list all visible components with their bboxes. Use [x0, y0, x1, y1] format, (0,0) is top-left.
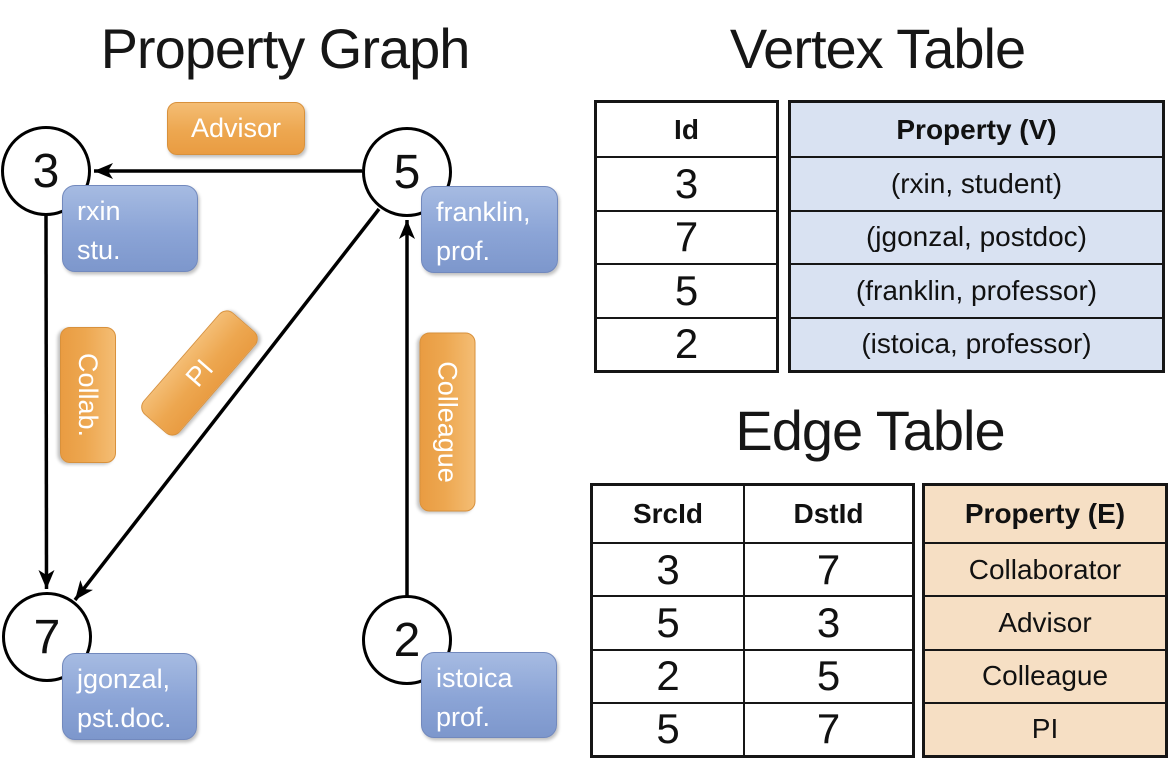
edge-table-cell: 5 — [593, 595, 745, 649]
node-id: 7 — [33, 610, 61, 664]
vertex-table-cell: (franklin, professor) — [791, 263, 1162, 317]
edge-table-property-column: Property (E) Collaborator Advisor Collea… — [922, 483, 1168, 758]
graph-node-5: 5 — [362, 127, 452, 217]
vertex-label-line: istoica — [436, 663, 513, 693]
edge-table-id-columns: SrcId DstId 3 7 5 3 2 5 5 7 — [590, 483, 915, 758]
vertex-table-cell: (rxin, student) — [791, 156, 1162, 210]
edge-table-cell: Collaborator — [925, 542, 1165, 595]
edge-table-cell: PI — [925, 701, 1165, 755]
vertex-table-id-column: Id 3 7 5 2 — [594, 100, 779, 373]
property-graph-title: Property Graph — [100, 17, 471, 80]
vertex-label-line: pst.doc. — [77, 703, 172, 734]
vertex-table-cell: (istoica, professor) — [791, 316, 1162, 371]
vertex-table-header-id: Id — [674, 113, 699, 145]
edge-label-colleague: Colleague — [419, 332, 476, 512]
graph-node-3: 3 — [1, 126, 91, 216]
vertex-label-line: stu. — [77, 235, 121, 266]
edge-table-cell: 7 — [745, 701, 912, 755]
edge-table-cell: Advisor — [925, 595, 1165, 648]
vertex-table-cell: 5 — [597, 263, 776, 317]
edge-table-header-srcid: SrcId — [593, 486, 745, 542]
node-id: 2 — [393, 613, 421, 667]
edge-table-title: Edge Table — [735, 399, 1005, 462]
edge-label-advisor: Advisor — [167, 102, 305, 155]
vertex-label-istoica: istoica prof. — [421, 652, 557, 738]
vertex-table-cell: 2 — [597, 316, 776, 371]
vertex-label-jgonzal: jgonzal, pst.doc. — [62, 653, 197, 740]
vertex-label-line: rxin — [77, 196, 121, 226]
edge-label-pi: PI — [137, 306, 262, 440]
edge-table-header-dstid: DstId — [793, 498, 864, 529]
edge-table-header-property: Property (E) — [964, 498, 1126, 529]
vertex-label-line: prof. — [436, 236, 491, 267]
vertex-table-header-property: Property (V) — [896, 113, 1057, 145]
edge-table-cell: 2 — [593, 648, 745, 702]
vertex-table-cell: (jgonzal, postdoc) — [791, 209, 1162, 264]
edge-table-cell: Colleague — [925, 648, 1165, 702]
node-id: 3 — [32, 144, 60, 198]
vertex-table-property-column: Property (V) (rxin, student) (jgonzal, p… — [788, 100, 1165, 373]
vertex-label-line: franklin, — [436, 197, 531, 227]
edge-label-collab: Collab. — [60, 327, 116, 463]
edge-collab-arrow — [38, 214, 55, 590]
vertex-table-cell: 7 — [597, 209, 776, 264]
vertex-label-franklin: franklin, prof. — [421, 186, 558, 273]
edge-table-cell: 5 — [745, 648, 912, 702]
edge-table-cell: 5 — [593, 701, 745, 755]
edge-table-cell: 7 — [745, 542, 912, 595]
vertex-label-line: prof. — [436, 702, 491, 733]
edge-table-cell: 3 — [745, 595, 912, 648]
vertex-table-title: Vertex Table — [729, 17, 1026, 80]
vertex-label-rxin: rxin stu. — [62, 185, 198, 272]
edge-table-cell: 3 — [593, 542, 745, 596]
vertex-label-line: jgonzal, — [77, 664, 171, 694]
vertex-table-cell: 3 — [597, 156, 776, 210]
node-id: 5 — [393, 145, 421, 199]
